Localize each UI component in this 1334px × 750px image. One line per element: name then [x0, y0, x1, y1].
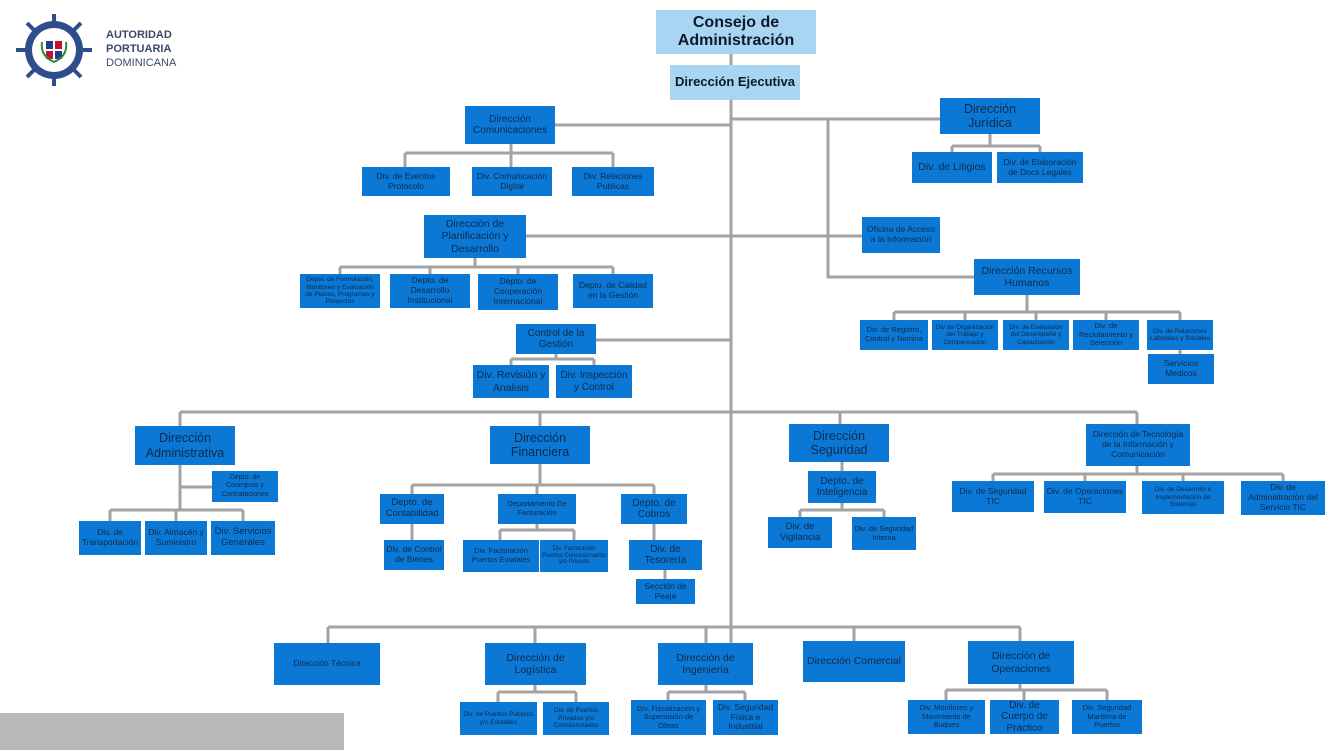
box-direccion-operaciones: Dirección de Operaciones [968, 641, 1074, 684]
box-oficina-acceso-informacion: Oficina de Acceso a la Información [862, 217, 940, 253]
logo-line-1: AUTORIDAD [106, 29, 172, 42]
box-control-gestion: Control de la Gestión [516, 324, 596, 354]
box-div-almacen: Div. Almacén y Suministro [145, 521, 207, 555]
box-div-seguridad-maritima: Div. Seguridad Maritima de Puertos [1072, 700, 1142, 734]
box-div-vigilancia: Div. de Vigilancia [768, 517, 832, 548]
box-div-cuerpo-practico: Div. de Cuerpo de Practico [990, 700, 1059, 734]
box-depto-contabilidad: Depto. de Contabilidad [380, 494, 444, 524]
box-div-relaciones-laborales: Div. de Relaciones Laborales y Sociales [1147, 320, 1213, 350]
box-div-puertos-privados: Div. de Puertos Privados y/o Concesionad… [543, 702, 609, 735]
box-div-inspeccion: Div. Inspección y Control [556, 365, 632, 398]
box-div-tesoreria: Div. de Tesorería [629, 540, 702, 570]
box-div-revision: Div. Revisión y Analisis [473, 365, 549, 398]
box-direccion-planificacion: Dirección de Planificación y Desarrollo [424, 215, 526, 258]
box-div-seguridad-interna: Div. de Seguridad Interna [852, 517, 916, 550]
box-consejo-administracion: Consejo de Administración [656, 10, 816, 54]
box-depto-cobros: Depto. de Cobros [621, 494, 687, 524]
box-div-control-bienes: Div. de Control de Bienes [384, 540, 444, 570]
box-seccion-peaje: Sección de Peaje [636, 579, 695, 604]
box-div-litigios: Div. de Litigios [912, 152, 992, 183]
box-direccion-rrhh: Dirección Recursos Humanos [974, 259, 1080, 295]
box-div-administracion-tic: Div. de Administración del Servicio TIC [1241, 481, 1325, 515]
box-div-registro-nomina: Div. de Registro, Control y Nomina [860, 320, 928, 350]
box-div-evaluacion-desempeno: Div. de Evaluación del Desempeño y Capac… [1003, 320, 1069, 350]
box-div-facturacion-concesionados: Div. Facturación Puertos Concesionados y… [540, 540, 608, 572]
box-div-seguridad-fisica: Div. Seguridad Física e Industrial [713, 700, 778, 735]
box-direccion-tic: Dirección de Tecnología de la Informació… [1086, 424, 1190, 466]
box-direccion-ejecutiva: Dirección Ejecutiva [670, 65, 800, 100]
box-depto-calidad: Depto. de Calidad en la Gestión [573, 274, 653, 308]
box-div-eventos-protocolo: Div. de Eventos Protocolo [362, 167, 450, 196]
box-direccion-logistica: Dirección de Logística [485, 643, 586, 685]
box-div-reclutamiento: Div. de Reclutamiento y Selección [1073, 320, 1139, 350]
box-direccion-seguridad: Dirección Seguridad [789, 424, 889, 462]
box-div-monitoreo-buques: Div. Monitoreo y Movimiento de Buques [908, 700, 985, 734]
logo-line-2: PORTUARIA [106, 43, 172, 56]
box-div-fiscalizacion: Div. Fiscalización y Supervisión de Obra… [631, 700, 706, 735]
box-div-transportacion: Div. de Transportación [79, 521, 141, 555]
box-direccion-comercial: Dirección Comercial [803, 641, 905, 682]
box-div-desarrollo-sistemas: Div. de Desarrollo e Implementación de S… [1142, 481, 1224, 514]
box-depto-desarrollo-institucional: Depto. de Desarrollo Institucional [390, 274, 470, 308]
box-div-servicios-generales: Div. Servicios Generales [211, 521, 275, 555]
logo-line-3: DOMINICANA [106, 56, 177, 69]
box-direccion-tecnica: Dirección Técnica [274, 643, 380, 685]
box-depto-compras: Depto. de Conmpras y Contrataciones [212, 471, 278, 502]
logo: AUTORIDAD PORTUARIA DOMINICANA [14, 12, 176, 88]
footer-gray-bar [0, 713, 344, 750]
box-div-puertos-publicos: Div. de Puertos Públicos y/o Estatales [460, 702, 537, 735]
port-authority-seal-icon [16, 14, 92, 86]
box-div-docs-legales: Div. de Elaboración de Docs Legales [997, 152, 1083, 183]
box-depto-inteligencia: Depto. de Inteligencia [808, 471, 876, 503]
box-direccion-ingenieria: Dirección de Ingeniería [658, 643, 753, 685]
box-div-relaciones-publicas: Div. Relaciones Publicas [572, 167, 654, 196]
box-direccion-comunicaciones: Dirección Comunicaciones [465, 106, 555, 144]
box-div-seguridad-tic: Div. de Seguridad TIC [952, 481, 1034, 512]
box-depto-formulacion: Depto. de Formulación, Monitoreo y Evalu… [300, 274, 380, 308]
box-div-facturacion-estatales: Div. Facturación Puertos Estatales [463, 540, 539, 572]
box-div-comunicacion-digital: Div. Comunicación Digital [472, 167, 552, 196]
box-depto-facturacion: Departamento De Facturación [498, 494, 576, 524]
box-div-operaciones-tic: Div. de Operaciones TIC [1044, 481, 1126, 513]
box-depto-cooperacion: Depto. de Cooperación Internacional [478, 274, 558, 310]
box-direccion-juridica: Dirección Jurídica [940, 98, 1040, 134]
box-direccion-financiera: Dirección Financiera [490, 426, 590, 464]
box-div-organizacion-trabajo: Div de Organización del Trabajo y Compen… [932, 320, 998, 350]
box-servicios-medicos: Servicios Medicos [1148, 354, 1214, 384]
box-direccion-administrativa: Dirección Administrativa [135, 426, 235, 465]
